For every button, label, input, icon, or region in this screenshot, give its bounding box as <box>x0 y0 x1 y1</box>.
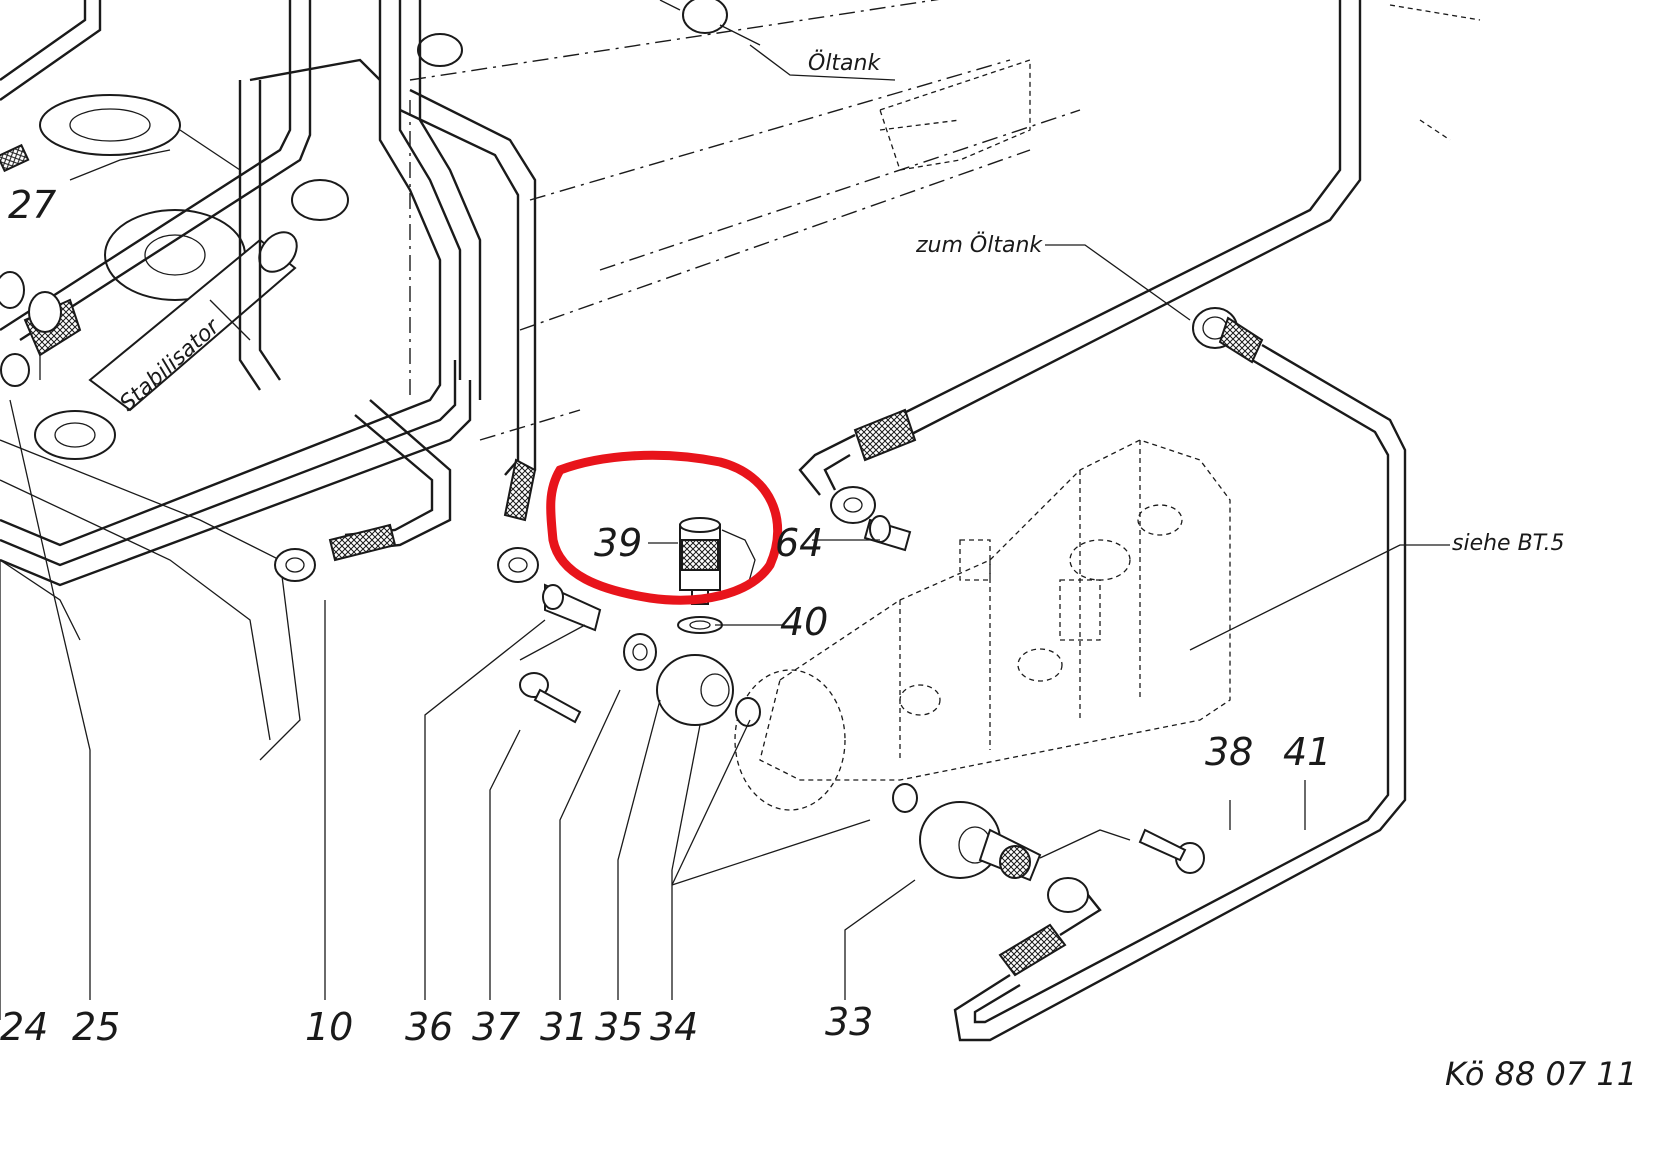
frame-dashed-outline <box>409 0 1481 441</box>
part-label-33: 33 <box>825 1000 873 1044</box>
oeltank-top-label: Öltank <box>808 50 881 76</box>
hose-zum-oeltank: zum Öltank <box>798 0 1362 552</box>
stabilisator-assembly: Stabilisator <box>0 33 463 761</box>
part-label-64: 64 <box>775 521 823 565</box>
leader-lines <box>0 399 1306 1020</box>
part-label-37: 37 <box>472 1005 520 1049</box>
drawing-reference: Kö 88 07 11 <box>1445 1055 1637 1093</box>
center-parts <box>519 517 761 727</box>
hydraulic-lines-left <box>0 0 537 587</box>
part-label-34: 34 <box>650 1005 698 1049</box>
part-label-24: 24 <box>0 1005 48 1049</box>
part-label-36: 36 <box>405 1005 453 1049</box>
part-label-31: 31 <box>540 1005 588 1049</box>
highlight-circle-part-39 <box>546 450 783 605</box>
part-label-38: 38 <box>1205 730 1253 774</box>
fittings-left <box>0 271 602 632</box>
part-label-39: 39 <box>594 521 642 565</box>
hose-41 <box>953 307 1407 1042</box>
part-label-25: 25 <box>72 1005 120 1049</box>
part-label-41: 41 <box>1283 730 1331 774</box>
oeltank-top-fitting: Öltank <box>659 0 896 81</box>
part-label-40: 40 <box>780 600 828 644</box>
part-label-27: 27 <box>8 183 56 227</box>
siehe-bt5-label: siehe BT.5 <box>1452 531 1565 556</box>
part-label-10: 10 <box>305 1005 353 1049</box>
pump-assembly: siehe BT.5 <box>734 439 1565 811</box>
part-label-35: 35 <box>595 1005 643 1049</box>
zum-oeltank-label: zum Öltank <box>915 232 1043 258</box>
right-parts <box>892 783 1205 882</box>
